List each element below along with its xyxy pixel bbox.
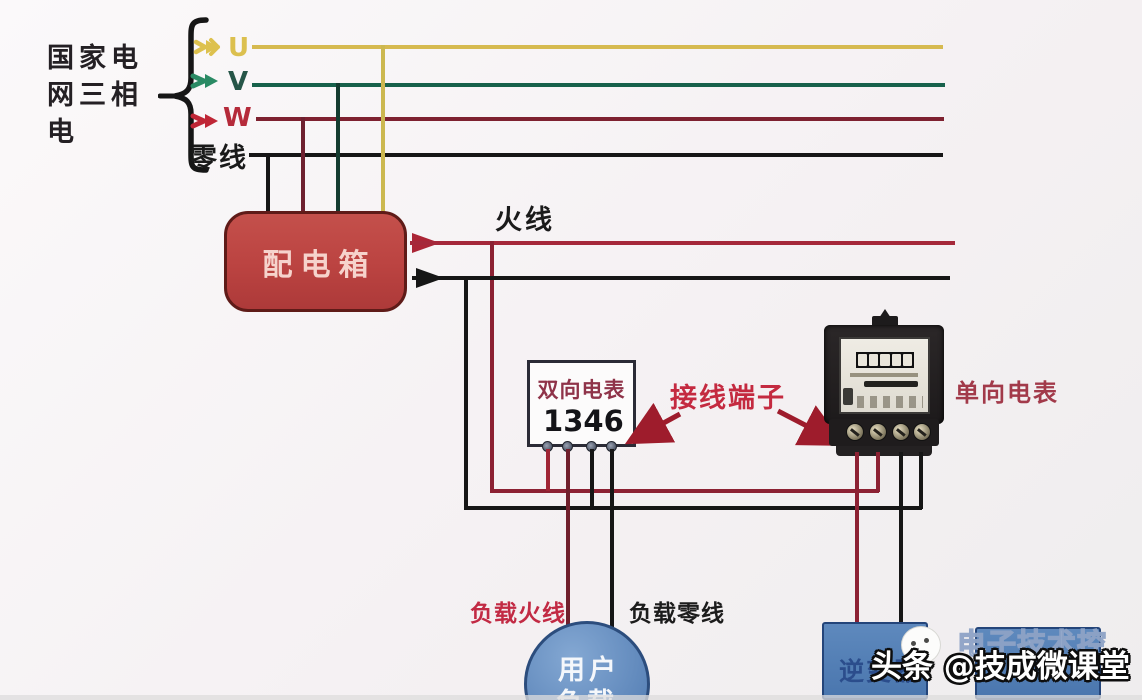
- terminal-4-label: 4: [583, 404, 604, 438]
- neutral-label: 零线: [190, 143, 248, 174]
- phase-w-arrow-icon: [190, 113, 218, 129]
- uni-terminal4-neutral-wire: [919, 452, 923, 509]
- neutral-junction-horizontal: [464, 506, 922, 510]
- live-junction-horizontal: [490, 489, 879, 493]
- watermark-credit: 头条 @技成微课堂: [871, 649, 1130, 685]
- bottom-edge-strip: [0, 695, 1142, 700]
- uni-terminal2-live-wire: [876, 452, 880, 492]
- bidi-terminal3-load-live-wire: [566, 449, 570, 630]
- toutiao-logo-icon: [901, 626, 941, 664]
- bidi-terminal4-neutral-wire: [590, 449, 594, 508]
- unidirectional-meter-label: 单向电表: [955, 379, 1059, 407]
- bidirectional-meter: 双向电表 1 3 4 6: [527, 360, 636, 447]
- load-live-label: 负载火线: [470, 601, 566, 627]
- uni-meter-text-bar: [850, 373, 918, 377]
- phase-u-line: [252, 45, 943, 49]
- unidirectional-meter: [824, 325, 944, 424]
- distribution-box: 配电箱: [224, 211, 407, 312]
- uni-screw-4: [913, 423, 931, 441]
- uni-meter-side-mark: [843, 388, 853, 405]
- uni-meter-top-tab: [872, 316, 898, 327]
- terminal-6-label: 6: [603, 404, 624, 438]
- bidi-terminal6-load-neutral-wire: [610, 449, 614, 628]
- phase-w-line: [256, 117, 944, 121]
- phase-u-label: U: [228, 33, 250, 63]
- distribution-box-label: 配电箱: [262, 247, 377, 283]
- phase-v-drop-wire: [336, 83, 340, 213]
- phase-w-label: W: [223, 103, 252, 133]
- bidi-terminal1-live-wire: [546, 449, 550, 491]
- neutral-branch-vertical: [464, 276, 468, 508]
- grid-source-title: 国家电 网三相 电: [47, 43, 143, 148]
- uni-meter-top-peak: [879, 309, 891, 318]
- user-load: 用户 负载: [524, 621, 650, 700]
- brace-icon: [158, 17, 209, 173]
- phase-v-label: V: [228, 67, 249, 97]
- blue-box-right: [975, 627, 1101, 700]
- inverter-label: 逆变器: [839, 657, 921, 686]
- live-branch-vertical: [490, 241, 494, 493]
- neutral-drop-wire: [266, 153, 270, 213]
- uni-meter-bottom-cover: [836, 446, 932, 456]
- neutral-line: [249, 153, 943, 157]
- uni-meter-bottom-marks: [857, 396, 923, 408]
- live-wire-label: 火线: [495, 205, 555, 236]
- terminal-1-label: 1: [543, 404, 564, 438]
- phase-u-drop-wire: [381, 45, 385, 213]
- bidirectional-meter-terminal-numbers: 1 3 4 6: [530, 404, 633, 436]
- uni-terminal3-to-inverter-wire: [899, 452, 903, 623]
- live-out-line: [410, 241, 955, 245]
- uni-screw-1: [846, 423, 864, 441]
- terminal-annotation-label: 接线端子: [670, 383, 786, 414]
- neutral-out-line: [412, 276, 950, 280]
- uni-screw-3: [892, 423, 910, 441]
- user-load-label: 用户 负载: [556, 655, 620, 700]
- terminal-annotation-arrows: [624, 402, 846, 446]
- uni-meter-face: [839, 337, 930, 414]
- uni-meter-disc-slot: [864, 381, 918, 387]
- phase-w-drop-wire: [301, 117, 305, 213]
- phase-v-line: [252, 83, 945, 87]
- phase-v-arrow-icon: [190, 73, 218, 89]
- uni-screw-2: [869, 423, 887, 441]
- uni-meter-terminal-block: [829, 419, 939, 446]
- uni-meter-counter: [856, 352, 914, 368]
- load-neutral-label: 负载零线: [629, 601, 725, 627]
- bidirectional-meter-title: 双向电表: [537, 378, 626, 402]
- watermark-brand: 电子技术控: [956, 626, 1108, 661]
- phase-u-arrow-icon: [193, 38, 220, 56]
- uni-terminal1-to-inverter-wire: [855, 452, 859, 624]
- terminal-3-label: 3: [563, 404, 584, 438]
